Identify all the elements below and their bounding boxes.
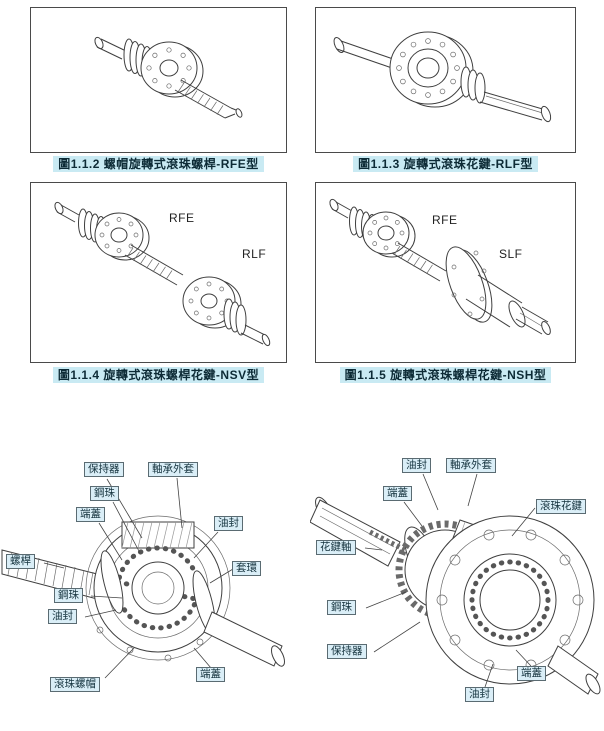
callout-collar: 套環 bbox=[232, 561, 261, 576]
callout-steel-ball: 鋼珠 bbox=[54, 588, 83, 603]
callout-screw-shaft: 螺桿 bbox=[6, 554, 35, 569]
callout-oil-seal: 油封 bbox=[402, 458, 431, 473]
callout-ball-spline: 滾珠花鍵 bbox=[536, 499, 586, 514]
inner-label-rlf: RLF bbox=[242, 247, 267, 261]
figure-caption-1-1-3: 圖1.1.3 旋轉式滾珠花鍵-RLF型 bbox=[353, 156, 538, 172]
figure-box-nsh: RFE SLF bbox=[315, 182, 576, 363]
ball-spline-cutaway-drawing bbox=[310, 473, 601, 695]
figure-caption-row: 圖1.1.4 旋轉式滾珠螺桿花鍵-NSV型 bbox=[30, 366, 287, 384]
callout-end-cap: 端蓋 bbox=[76, 507, 105, 522]
figure-box-nsv: RFE RLF bbox=[30, 182, 287, 363]
callout-ball-nut: 滾珠螺帽 bbox=[50, 677, 100, 692]
figure-box-rlf bbox=[315, 7, 576, 153]
callout-steel-ball: 鋼珠 bbox=[90, 486, 119, 501]
callout-spline-shaft: 花鍵軸 bbox=[316, 540, 356, 555]
callout-end-cap: 端蓋 bbox=[196, 667, 225, 682]
rfe-assembly-drawing bbox=[94, 36, 243, 119]
inner-label-rfe: RFE bbox=[169, 211, 195, 225]
figure-caption-1-1-2: 圖1.1.2 螺帽旋轉式滾珠螺桿-RFE型 bbox=[53, 156, 264, 172]
figure-caption-row: 圖1.1.5 旋轉式滾珠螺桿花鍵-NSH型 bbox=[315, 366, 576, 384]
figure-caption-1-1-5: 圖1.1.5 旋轉式滾珠螺桿花鍵-NSH型 bbox=[339, 367, 552, 383]
callout-end-cap: 端蓋 bbox=[517, 666, 546, 681]
nsv-assembly-drawing bbox=[54, 201, 271, 347]
rlf-assembly-drawing bbox=[333, 31, 552, 123]
callout-bearing-sleeve: 軸承外套 bbox=[148, 462, 198, 477]
callout-oil-seal: 油封 bbox=[214, 516, 243, 531]
figure-caption-1-1-4: 圖1.1.4 旋轉式滾珠螺桿花鍵-NSV型 bbox=[52, 367, 265, 383]
callout-oil-seal: 油封 bbox=[465, 687, 494, 702]
figure-box-rfe bbox=[30, 7, 287, 153]
callout-oil-seal: 油封 bbox=[48, 609, 77, 624]
inner-label-slf: SLF bbox=[499, 247, 523, 261]
figure-caption-row: 圖1.1.2 螺帽旋轉式滾珠螺桿-RFE型 bbox=[30, 155, 287, 173]
callout-bearing-sleeve: 軸承外套 bbox=[446, 458, 496, 473]
ball-nut-cutaway-drawing bbox=[1, 477, 285, 679]
figure-caption-row: 圖1.1.3 旋轉式滾珠花鍵-RLF型 bbox=[315, 155, 576, 173]
callout-retainer: 保持器 bbox=[327, 644, 367, 659]
callout-end-cap: 端蓋 bbox=[383, 486, 412, 501]
callout-retainer: 保持器 bbox=[84, 462, 124, 477]
inner-label-rfe: RFE bbox=[432, 213, 458, 227]
nsh-assembly-drawing bbox=[329, 198, 551, 336]
callout-steel-ball: 鋼珠 bbox=[327, 600, 356, 615]
